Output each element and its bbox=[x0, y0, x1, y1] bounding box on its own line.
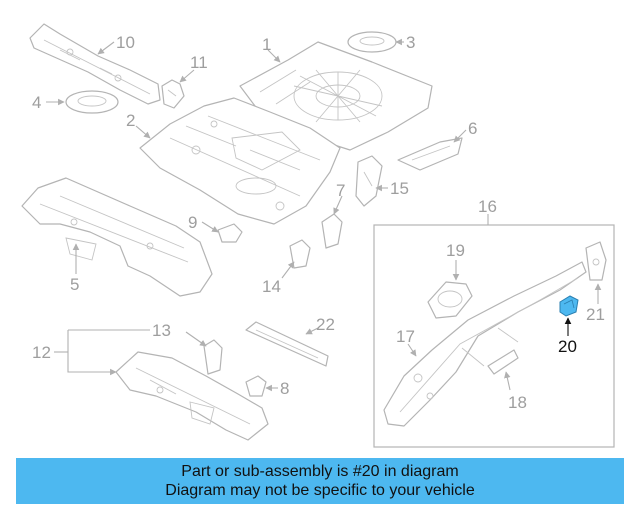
callout-22: 22 bbox=[316, 315, 335, 334]
part-11-drawing bbox=[161, 79, 185, 109]
callout-18: 18 bbox=[508, 393, 527, 412]
callout-16: 16 bbox=[478, 197, 497, 216]
part-20-drawing bbox=[559, 295, 579, 317]
callout-13: 13 bbox=[152, 321, 171, 340]
info-banner: Part or sub-assembly is #20 in diagram D… bbox=[16, 458, 624, 504]
part-10-drawing bbox=[29, 23, 161, 105]
banner-line-part: Part or sub-assembly is #20 in diagram bbox=[181, 463, 459, 480]
part-13-drawing bbox=[203, 339, 223, 375]
callout-14: 14 bbox=[262, 277, 281, 296]
leader-lines bbox=[46, 38, 602, 392]
inset-frame-16 bbox=[373, 224, 615, 448]
callout-15: 15 bbox=[390, 179, 409, 198]
part-2-drawing bbox=[139, 97, 341, 225]
part-4-drawing bbox=[65, 90, 119, 114]
part-12-drawing bbox=[115, 351, 269, 441]
part-7-drawing bbox=[321, 213, 343, 249]
callout-4: 4 bbox=[32, 93, 41, 112]
callout-8: 8 bbox=[280, 379, 289, 398]
callout-1: 1 bbox=[262, 35, 271, 54]
part-3-drawing bbox=[347, 31, 397, 53]
callout-11: 11 bbox=[190, 53, 208, 72]
part-21-drawing bbox=[585, 241, 607, 281]
callout-19: 19 bbox=[446, 241, 465, 260]
callout-6: 6 bbox=[468, 119, 477, 138]
part-15-drawing bbox=[355, 155, 383, 207]
callout-10: 10 bbox=[116, 33, 135, 52]
part-17-drawing bbox=[383, 261, 587, 427]
part-8-drawing bbox=[245, 375, 267, 397]
part-22-drawing bbox=[245, 321, 329, 367]
callout-17: 17 bbox=[396, 327, 415, 346]
part-19-drawing bbox=[427, 281, 473, 319]
parts-diagram: 1 2 3 4 5 6 7 8 9 10 11 12 13 14 15 16 1… bbox=[21, 23, 615, 448]
callout-7: 7 bbox=[336, 181, 345, 200]
callout-12: 12 bbox=[32, 343, 51, 362]
part-6-drawing bbox=[397, 137, 463, 171]
part-9-drawing bbox=[217, 223, 243, 243]
part-18-drawing bbox=[487, 349, 519, 375]
callout-3: 3 bbox=[406, 33, 415, 52]
banner-line-disclaimer: Diagram may not be specific to your vehi… bbox=[165, 482, 475, 499]
callout-labels: 1 2 3 4 5 6 7 8 9 10 11 12 13 14 15 16 1… bbox=[32, 33, 605, 412]
callout-21: 21 bbox=[586, 305, 605, 324]
callout-2: 2 bbox=[126, 111, 135, 130]
part-5-drawing bbox=[21, 177, 213, 297]
callout-9: 9 bbox=[188, 213, 197, 232]
callout-5: 5 bbox=[70, 275, 79, 294]
callout-20: 20 bbox=[558, 337, 577, 356]
